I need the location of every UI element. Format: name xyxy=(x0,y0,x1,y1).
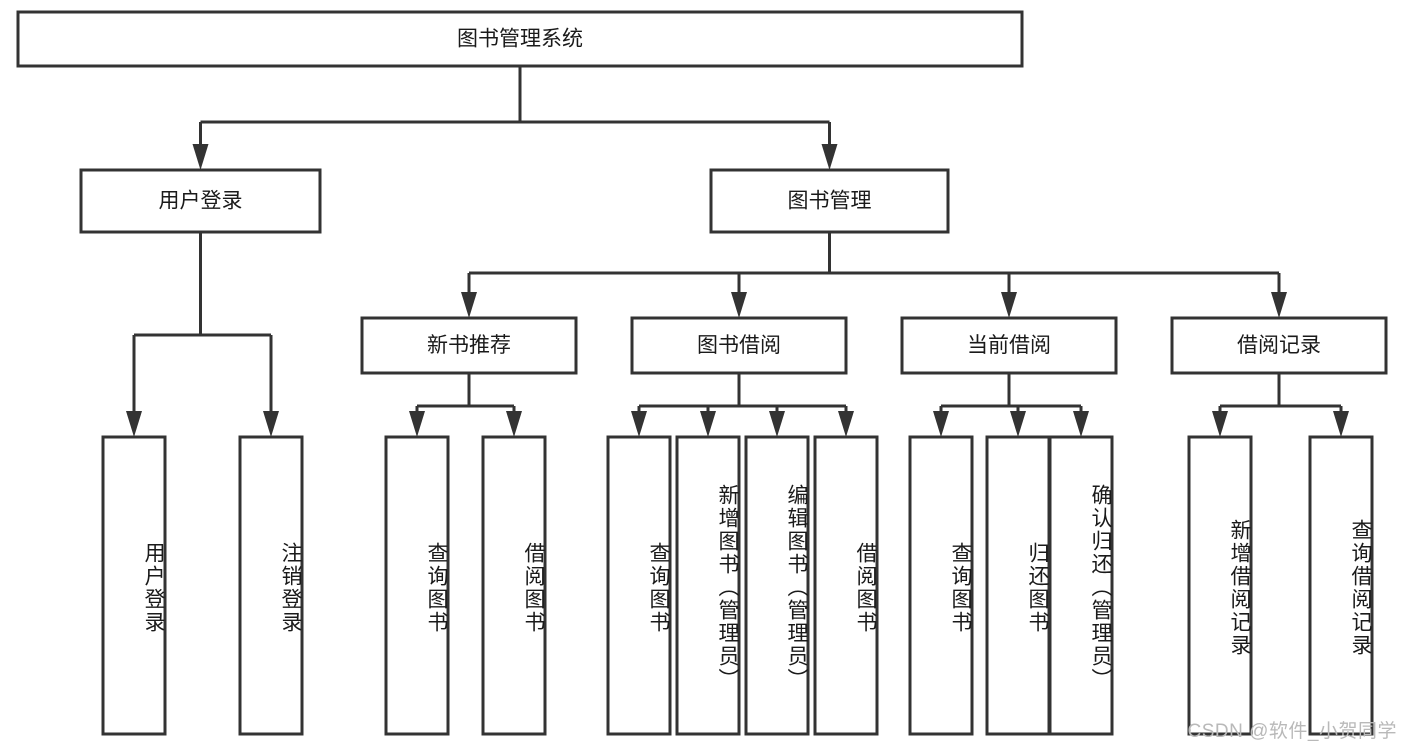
node-box-book-management xyxy=(709,168,950,234)
node-box-leaf-add-borrow-record xyxy=(1187,435,1253,736)
node-box-new-book-recommend xyxy=(360,316,578,375)
node-box-leaf-user-login xyxy=(101,435,167,736)
arrow-head xyxy=(838,411,854,437)
arrow-head xyxy=(769,411,785,437)
node-box-leaf-logout xyxy=(238,435,304,736)
arrow-head xyxy=(731,292,747,318)
connector-layer xyxy=(126,66,1349,437)
arrow-head xyxy=(1001,292,1017,318)
arrow-head xyxy=(700,411,716,437)
node-box-leaf-borrow-book xyxy=(813,435,879,736)
node-box-leaf-return-book xyxy=(985,435,1051,736)
arrow-head xyxy=(192,144,209,170)
node-box-root xyxy=(16,10,1024,68)
node-box-borrow-record xyxy=(1170,316,1388,375)
arrow-head xyxy=(1073,411,1089,437)
arrow-head xyxy=(461,292,477,318)
node-box-leaf-edit-book-admin xyxy=(744,435,810,736)
arrow-head xyxy=(506,411,522,437)
node-label-user-login: 用户登录 xyxy=(159,190,243,213)
node-box-leaf-query-book-borrow xyxy=(606,435,672,736)
node-box-leaf-add-book-admin xyxy=(675,435,741,736)
csdn-watermark: CSDN @软件_小贺同学 xyxy=(1187,721,1397,742)
node-label-borrow-record: 借阅记录 xyxy=(1237,334,1321,357)
arrow-head xyxy=(409,411,425,437)
arrow-head xyxy=(631,411,647,437)
node-box-leaf-query-book-recommend xyxy=(384,435,450,736)
node-box-book-borrow xyxy=(630,316,848,375)
arrow-head xyxy=(1212,411,1228,437)
arrow-head xyxy=(1010,411,1026,437)
node-box-current-borrow xyxy=(900,316,1118,375)
arrow-head xyxy=(1333,411,1349,437)
node-label-new-book-recommend: 新书推荐 xyxy=(427,334,511,357)
node-box-layer xyxy=(16,10,1388,736)
node-label-book-borrow: 图书借阅 xyxy=(697,334,781,357)
arrow-head xyxy=(126,411,142,437)
arrow-head xyxy=(933,411,949,437)
arrow-head xyxy=(821,144,838,170)
arrow-head xyxy=(263,411,279,437)
node-label-root: 图书管理系统 xyxy=(457,28,583,51)
arrow-head xyxy=(1271,292,1287,318)
node-box-leaf-query-book-current xyxy=(908,435,974,736)
node-label-book-management: 图书管理 xyxy=(788,190,872,213)
node-label-current-borrow: 当前借阅 xyxy=(967,334,1051,357)
node-box-leaf-confirm-return-admin xyxy=(1048,435,1114,736)
node-box-leaf-borrow-book-recommend xyxy=(481,435,547,736)
node-box-leaf-query-borrow-record xyxy=(1308,435,1374,736)
node-box-user-login xyxy=(79,168,322,234)
